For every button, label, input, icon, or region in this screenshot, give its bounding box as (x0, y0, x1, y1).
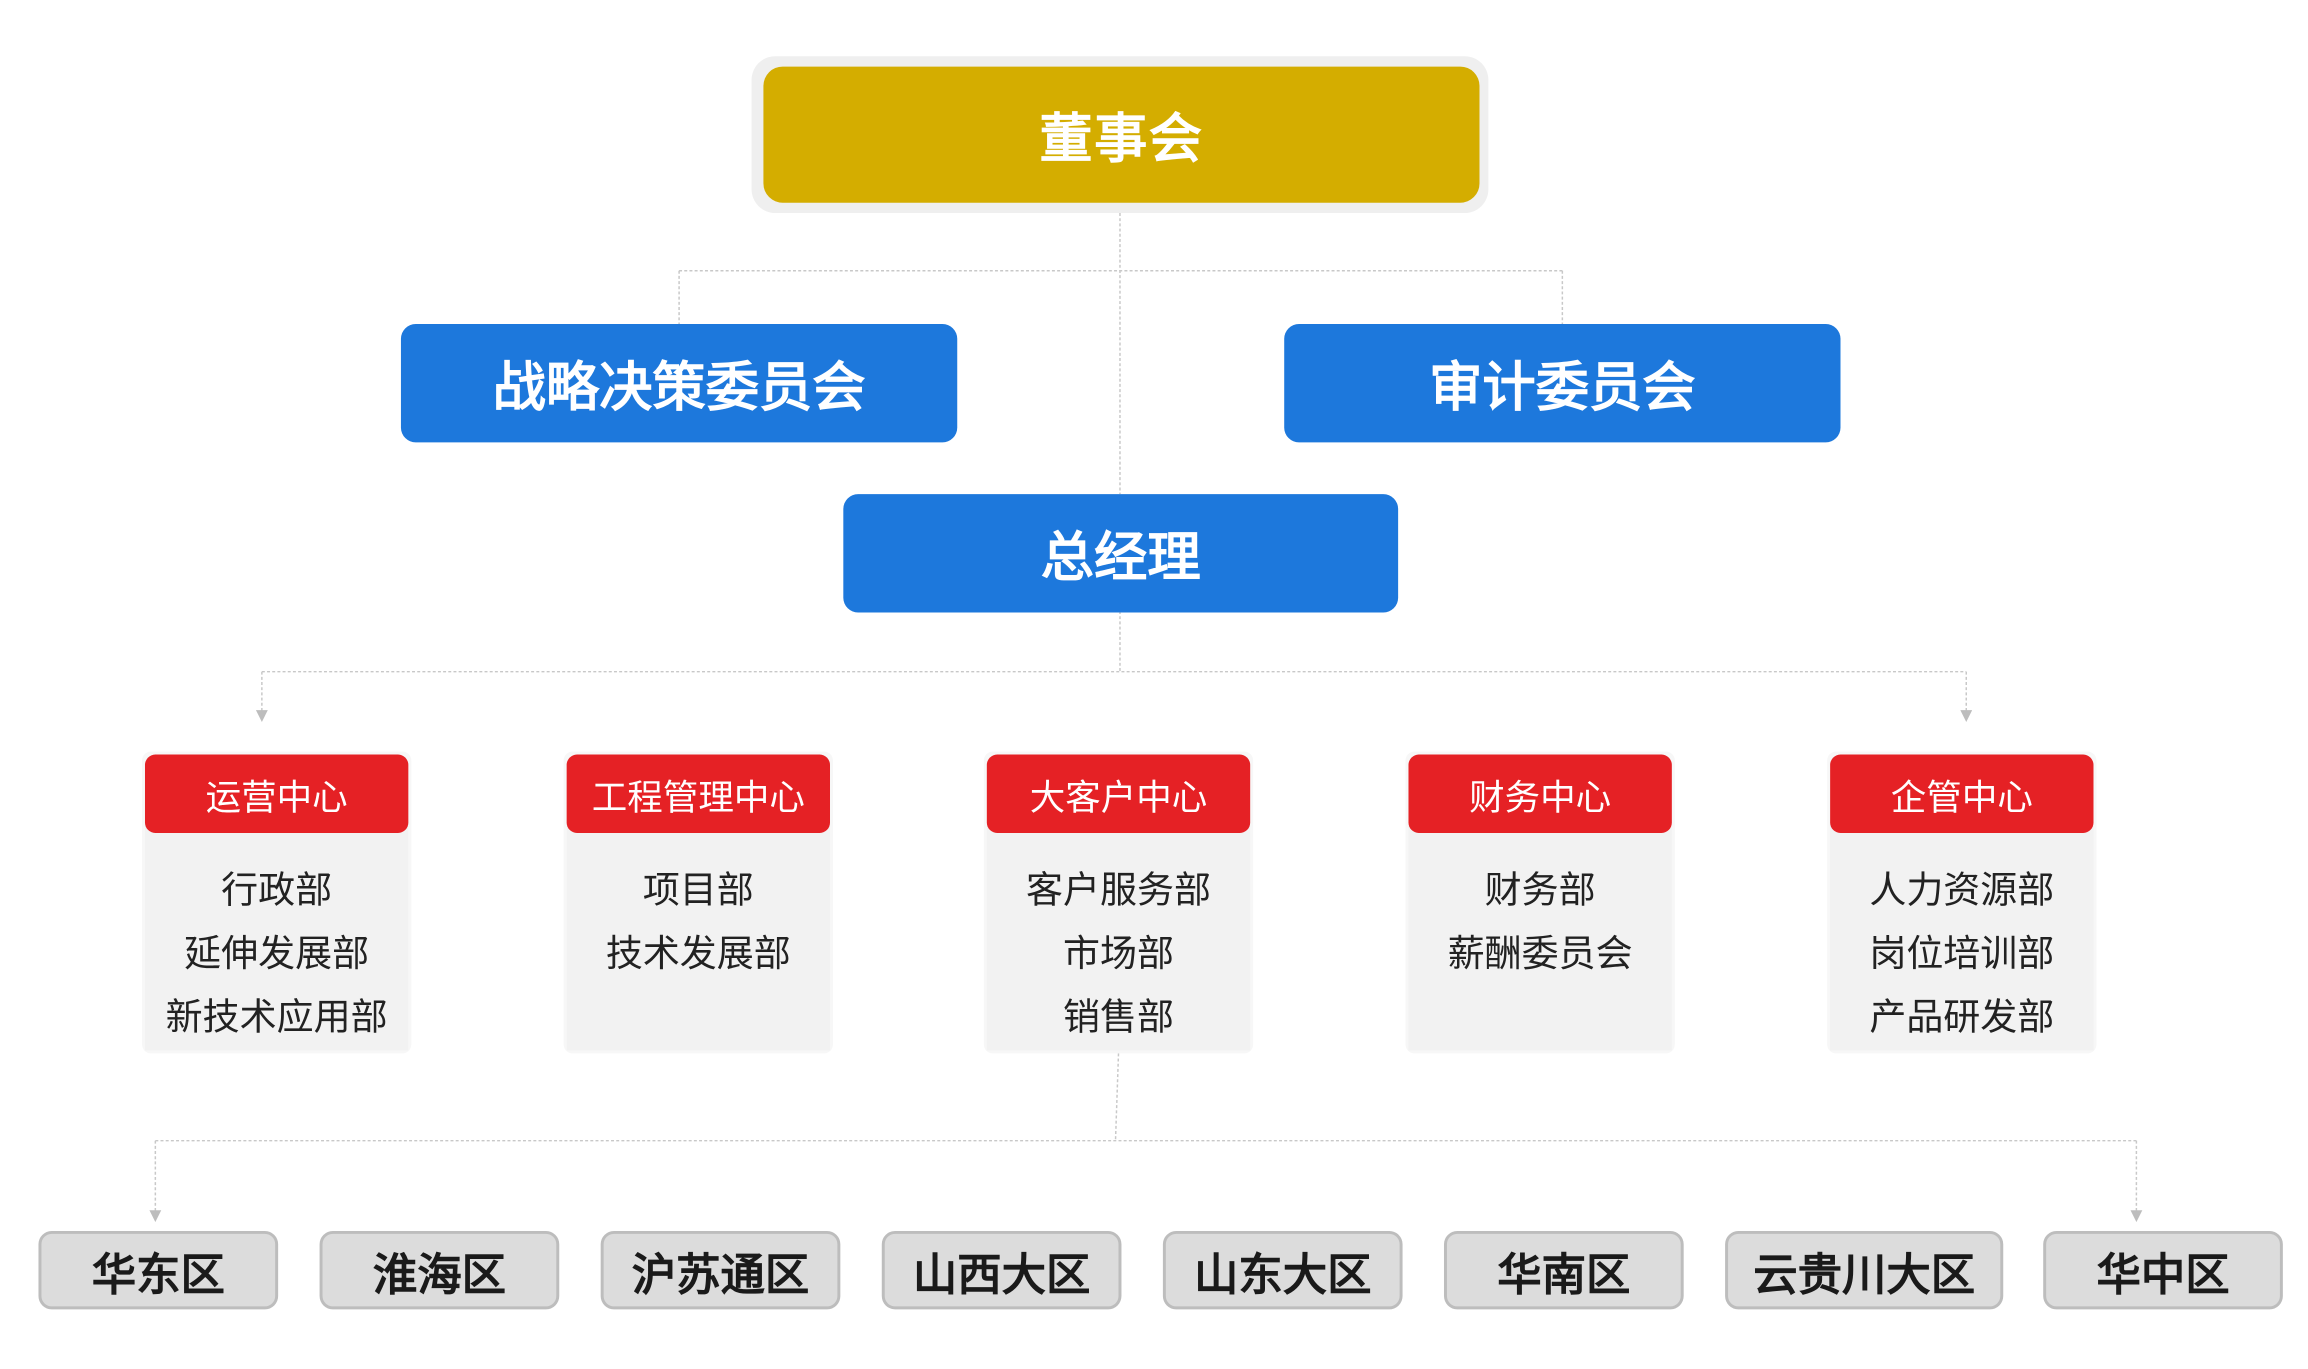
department-item: 行政部 (221, 868, 333, 912)
center-operations: 运营中心 行政部 延伸发展部 新技术应用部 (144, 754, 409, 1051)
center-title: 大客户中心 (986, 754, 1251, 833)
department-item: 薪酬委员会 (1447, 932, 1633, 975)
center-down-line (1114, 1053, 1120, 1140)
center-body: 人力资源部 岗位培训部 产品研发部 (1830, 825, 2094, 1051)
department-item: 项目部 (642, 868, 754, 912)
center-body: 行政部 延伸发展部 新技术应用部 (144, 825, 409, 1051)
center-body: 项目部 技术发展部 (566, 825, 830, 1051)
region-central-china: 华中区 (2043, 1230, 2283, 1310)
region-yunguichuan: 云贵川大区 (1725, 1230, 2004, 1310)
center-body: 财务部 薪酬委员会 (1408, 825, 1672, 1051)
region-shanxi: 山西大区 (881, 1230, 1122, 1310)
center-body: 客户服务部 市场部 销售部 (986, 825, 1251, 1051)
center-engineering: 工程管理中心 项目部 技术发展部 (566, 754, 830, 1051)
department-item: 岗位培训部 (1869, 932, 2055, 975)
department-item: 财务部 (1484, 868, 1596, 912)
region-east-china: 华东区 (38, 1230, 279, 1310)
department-item: 市场部 (1062, 932, 1174, 975)
department-item: 新技术应用部 (165, 995, 388, 1039)
department-item: 技术发展部 (605, 932, 791, 975)
center-title: 企管中心 (1830, 754, 2094, 833)
center-finance: 财务中心 财务部 薪酬委员会 (1408, 754, 1672, 1051)
audit-committee-node: 审计委员会 (1284, 324, 1841, 443)
region-south-china: 华南区 (1443, 1230, 1684, 1310)
region-husutong: 沪苏通区 (600, 1230, 841, 1310)
department-item: 延伸发展部 (184, 932, 370, 975)
region-huaihai: 淮海区 (319, 1230, 560, 1310)
center-enterprise-management: 企管中心 人力资源部 岗位培训部 产品研发部 (1830, 754, 2094, 1051)
center-title: 工程管理中心 (566, 754, 830, 833)
department-item: 人力资源部 (1869, 868, 2055, 912)
department-item: 销售部 (1062, 995, 1174, 1039)
center-key-accounts: 大客户中心 客户服务部 市场部 销售部 (986, 754, 1251, 1051)
department-item: 产品研发部 (1869, 995, 2055, 1039)
general-manager-node: 总经理 (843, 494, 1399, 613)
center-title: 运营中心 (144, 754, 409, 833)
department-item: 客户服务部 (1026, 868, 1211, 912)
region-shandong: 山东大区 (1162, 1230, 1403, 1310)
strategy-committee-node: 战略决策委员会 (400, 324, 958, 443)
center-title: 财务中心 (1408, 754, 1672, 833)
board-node: 董事会 (763, 66, 1480, 203)
